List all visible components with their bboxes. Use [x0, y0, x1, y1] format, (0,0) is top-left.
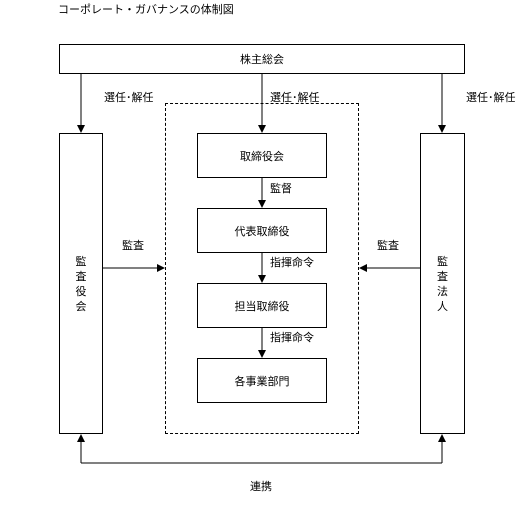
- diagram-title: コーポレート・ガバナンスの体制図: [58, 3, 234, 16]
- business-divisions-label: 各事業部門: [234, 374, 290, 388]
- executive-director-label: 担当取締役: [234, 299, 290, 313]
- executive-director-box: 担当取締役: [197, 283, 327, 328]
- audit-board-label: 監査役会: [75, 254, 87, 313]
- appoint-label-left: 選任･解任: [104, 91, 154, 104]
- audit-label-left: 監査: [122, 239, 144, 252]
- supervision-label: 監督: [270, 182, 292, 195]
- cooperation-label: 連携: [250, 480, 272, 493]
- audit-firm-label: 監査法人: [437, 254, 448, 313]
- appoint-label-right: 選任･解任: [466, 91, 516, 104]
- command-label-1: 指揮命令: [270, 256, 314, 269]
- appoint-label-center: 選任･解任: [270, 91, 320, 104]
- audit-board-box: 監査役会: [59, 133, 103, 434]
- representative-director-label: 代表取締役: [234, 224, 290, 238]
- board-of-directors-label: 取締役会: [240, 149, 284, 163]
- audit-firm-box: 監査法人: [420, 133, 465, 434]
- shareholders-meeting-box: 株主総会: [59, 44, 465, 74]
- board-of-directors-box: 取締役会: [197, 133, 327, 178]
- audit-label-right: 監査: [377, 239, 399, 252]
- business-divisions-box: 各事業部門: [197, 358, 327, 403]
- command-label-2: 指揮命令: [270, 331, 314, 344]
- representative-director-box: 代表取締役: [197, 208, 327, 253]
- shareholders-meeting-label: 株主総会: [240, 53, 284, 66]
